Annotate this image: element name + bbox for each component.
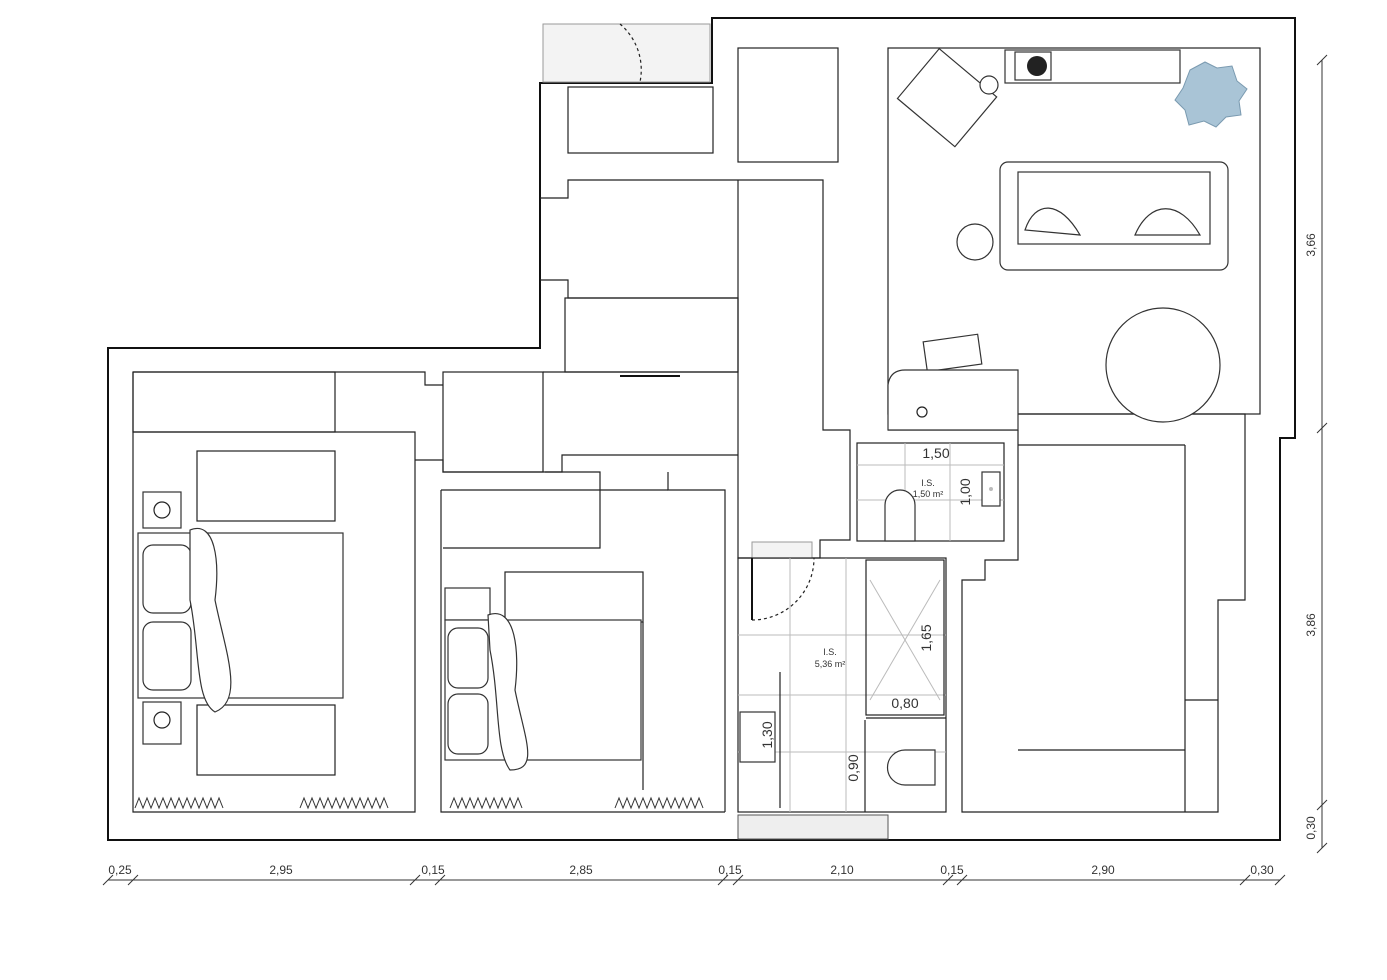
dim-tick [1274,874,1286,886]
dim-tick [1316,842,1328,854]
shower-length: 1,65 [918,624,934,651]
large-bath-area: 5,36 m² [815,659,846,669]
balcony-door-swing [619,23,642,83]
dim-tick [1239,874,1251,886]
dim-tick [1316,799,1328,811]
dim-tick [102,874,114,886]
dim-label: 0,25 [108,863,132,877]
interior-walls [132,47,1261,813]
dim-tick [732,874,744,886]
small-bath-depth: 1,00 [957,478,973,505]
vanity-length: 1,30 [759,721,775,748]
small-bath-code: I.S. [921,478,935,488]
dim-tick [1316,54,1328,66]
dim-label: 3,66 [1304,233,1318,257]
plant-icon [1174,61,1248,128]
small-bath-width: 1,50 [922,445,949,461]
dim-label: 3,86 [1304,613,1318,637]
dim-label: 0,15 [940,863,964,877]
bottom-dimension-chain: 0,25 2,95 0,15 2,85 0,15 2,10 0,15 2,90 … [102,863,1286,886]
dim-tick [409,874,421,886]
outer-wall [107,17,1296,841]
large-bathroom: I.S. 5,36 m² 1,65 0,80 1,30 0,90 [737,541,947,840]
balcony [542,23,711,83]
small-bath-area: 1,50 m² [913,489,944,499]
large-bath-code: I.S. [823,647,837,657]
dim-tick [956,874,968,886]
double-bed [137,491,344,745]
dim-label: 0,30 [1250,863,1274,877]
right-dimension-chain: 3,66 3,86 0,30 [1304,54,1328,854]
dim-label: 2,90 [1091,863,1115,877]
dim-tick [1316,422,1328,434]
dim-tick [717,874,729,886]
dim-label: 0,30 [1304,816,1318,840]
living-room-furniture [887,47,1248,431]
dim-tick [942,874,954,886]
dim-label: 2,95 [269,863,293,877]
small-bathroom: 1,50 I.S. 1,50 m² 1,00 [856,442,1005,542]
shower-width: 0,80 [891,695,918,711]
dim-label: 0,15 [421,863,445,877]
dim-tick [127,874,139,886]
dim-label: 0,15 [718,863,742,877]
wc-width: 0,90 [845,754,861,781]
dim-tick [434,874,446,886]
dim-label: 2,10 [830,863,854,877]
plants-row [134,796,704,810]
single-bed [444,587,642,771]
dim-label: 2,85 [569,863,593,877]
